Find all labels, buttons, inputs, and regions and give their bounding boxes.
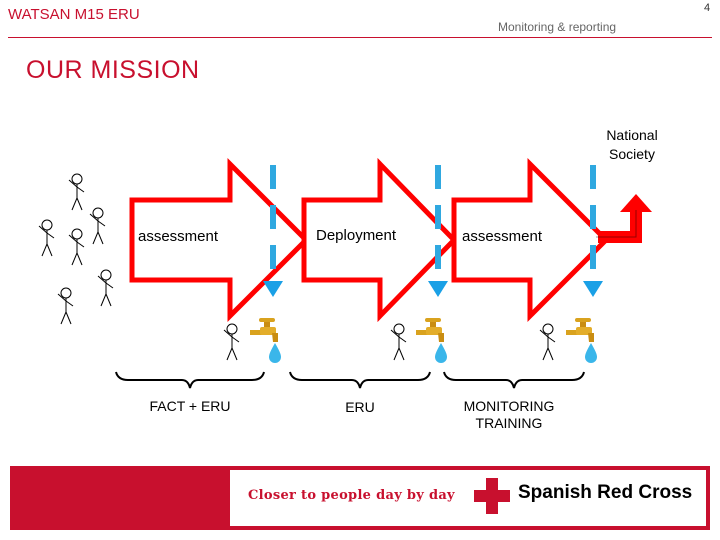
stick-figure-icon: [97, 269, 114, 307]
flow-arrow-2: [301, 157, 458, 323]
water-tap-icon: [250, 318, 281, 363]
group-label-fact-eru: FACT + ERU: [149, 398, 231, 414]
header-divider: [8, 37, 712, 38]
stick-figure-icon: [68, 228, 85, 266]
flow-arrow-1: [129, 157, 310, 323]
presentation-title: WATSAN M15 ERU: [8, 6, 140, 23]
dashed-line-1: [263, 165, 283, 297]
footer-organization: Spanish Red Cross: [518, 482, 693, 503]
dashed-line-2: [428, 165, 448, 297]
flow-arrow-3: [451, 157, 610, 323]
national-society-arrow: [598, 210, 642, 243]
national-society-arrowhead: [620, 194, 652, 212]
stick-figure-icon: [57, 287, 74, 325]
water-tap-icon: [566, 318, 597, 363]
group-label-monitoring: MONITORING TRAINING: [463, 398, 555, 431]
arrow-label-assessment-2: assessment: [462, 228, 543, 245]
page-number: 4: [704, 2, 711, 14]
arrow-label-assessment: assessment: [138, 228, 219, 245]
slide-heading: OUR MISSION: [26, 56, 200, 84]
footer-panel: [230, 470, 706, 526]
national-society-label: National Society: [606, 127, 658, 162]
arrow-label-deployment: Deployment: [316, 227, 397, 244]
group-brace-3: [443, 371, 585, 389]
stick-figure-icon: [390, 323, 407, 361]
group-label-eru: ERU: [345, 399, 375, 415]
stick-figure-icon: [223, 323, 240, 361]
group-brace-2: [289, 371, 431, 389]
stick-figure-icon: [539, 323, 556, 361]
stick-figure-icon: [89, 207, 106, 245]
stick-figure-icon: [38, 219, 55, 257]
dashed-line-3: [583, 165, 603, 297]
water-tap-icon: [416, 318, 447, 363]
section-subtitle: Monitoring & reporting: [498, 20, 617, 34]
red-cross-icon: [474, 478, 510, 514]
stick-figure-icon: [68, 173, 85, 211]
group-brace-1: [115, 371, 265, 389]
footer-slogan: Closer to people day by day: [248, 488, 455, 503]
